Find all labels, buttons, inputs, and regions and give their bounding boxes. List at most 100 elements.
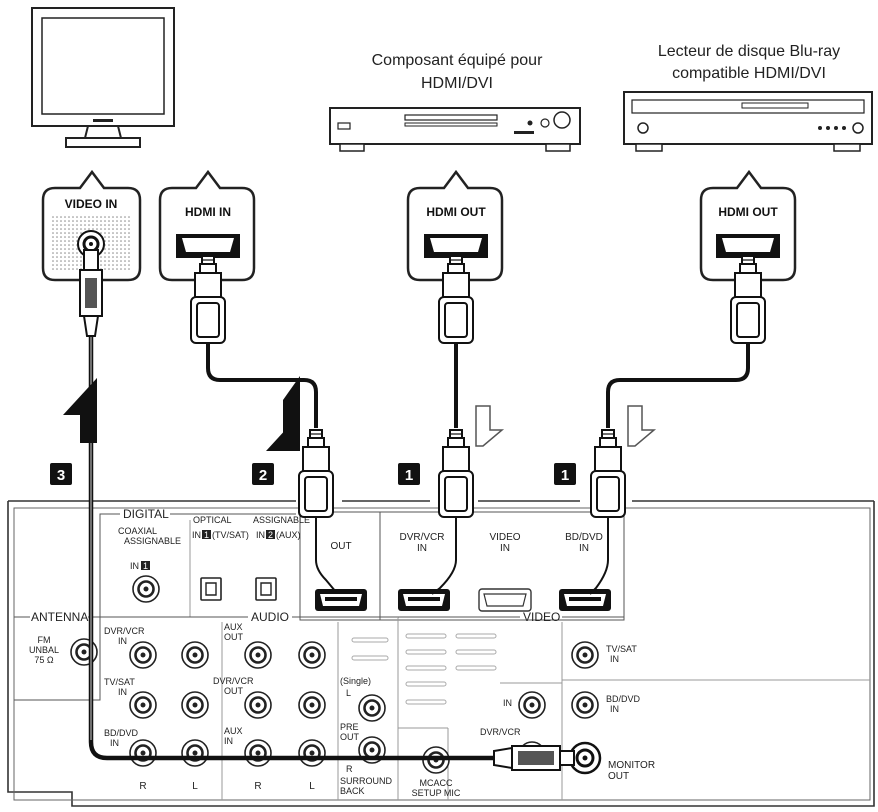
step-badge-component: 1: [398, 463, 420, 485]
video-tv-sat-in-label-2: IN: [610, 654, 619, 664]
step-badge-tv-video: 3: [50, 463, 72, 485]
aux-out-r: [243, 640, 273, 670]
pre-out-l-label: L: [346, 688, 351, 698]
video-tv-sat-in-jack: [570, 640, 600, 670]
audio-dvr-vcr-in-label-1: DVR/VCR: [104, 626, 145, 636]
monitor-out-label-1: MONITOR: [608, 760, 655, 771]
optical-in1-prefix: IN: [192, 530, 201, 540]
cable-to-port-out: [315, 517, 609, 595]
pre-out-dashes: [351, 637, 389, 661]
audio-bd-dvd-in-label-1: BD/DVD: [104, 728, 139, 738]
dvr-vcr-out-r: [243, 690, 273, 720]
hdmi-plug-bluray: [716, 234, 780, 344]
hdmi-bd-dvd-in-label-2: IN: [579, 543, 589, 554]
mcacc-label-2: SETUP MIC: [412, 788, 461, 798]
caption-bluray-line2: compatible HDMI/DVI: [672, 65, 826, 82]
audio-tv-sat-in-label-2: IN: [118, 687, 127, 697]
arrow-up-icon: [63, 378, 97, 443]
coaxial-label-1: COAXIAL: [118, 526, 157, 536]
pre-out-r-label: R: [346, 764, 353, 774]
optical-in2-jack: [255, 577, 277, 601]
pre-out-label-1: PRE: [340, 722, 359, 732]
audio-r-label-1: R: [139, 781, 146, 792]
optical-in2-suffix: (AUX): [276, 530, 301, 540]
dvr-vcr-out-label-2: OUT: [224, 686, 244, 696]
optical-in1-jack: [200, 577, 222, 601]
audio-r-label-2: R: [254, 781, 261, 792]
fm-label-1: FM: [38, 635, 51, 645]
optical-in1-num: 1: [204, 530, 209, 540]
aux-in-l: [297, 738, 327, 768]
step-badge-tv-hdmi: 2: [252, 463, 274, 485]
step-badge-bluray: 1: [554, 463, 576, 485]
audio-dvr-vcr-in-label-2: IN: [118, 636, 127, 646]
monitor-out-label-2: OUT: [608, 771, 629, 782]
mcacc-label-1: MCACC: [420, 778, 453, 788]
aux-in-label-2: IN: [224, 736, 233, 746]
hdmi-video-in-label-1: VIDEO: [489, 532, 520, 543]
svg-text:2: 2: [259, 467, 267, 484]
hdmi-dvr-vcr-in-label-1: DVR/VCR: [399, 532, 444, 543]
video-section-label: VIDEO: [523, 610, 560, 624]
audio-l-label-2: L: [309, 781, 315, 792]
hdmi-out-label: OUT: [330, 541, 351, 552]
audio-l-label-1: L: [192, 781, 198, 792]
optical-in1-suffix: (TV/SAT): [212, 530, 249, 540]
audio-bd-dvd-in-l: [180, 738, 210, 768]
arrow-down-icon: [475, 405, 505, 447]
audio-dvr-vcr-in-r: [128, 640, 158, 670]
surround-back-label-1: SURROUND: [340, 776, 393, 786]
single-label: (Single): [340, 676, 371, 686]
surround-back-l-jack: [357, 693, 387, 723]
video-bd-dvd-in-jack: [570, 690, 600, 720]
bubble-tv-hdmi-in-label: HDMI IN: [185, 205, 231, 219]
receiver-rear-panel: OUT DVR/VCR IN VIDEO IN BD/DVD IN DIGITA…: [7, 500, 875, 807]
composite-plug-receiver: [493, 745, 575, 771]
bluray-player-device: [623, 91, 873, 152]
optical-in2-num: 2: [268, 530, 273, 540]
fm-label-2: UNBAL: [29, 645, 59, 655]
aux-out-label-2: OUT: [224, 632, 244, 642]
hdmi-bd-dvd-in-label-1: BD/DVD: [565, 532, 603, 543]
assignable-label: ASSIGNABLE: [253, 515, 310, 525]
aux-in-label-1: AUX: [224, 726, 243, 736]
television: [31, 7, 175, 148]
hdmi-plug-receiver-out: [298, 429, 334, 518]
audio-bd-dvd-in-label-2: IN: [110, 738, 119, 748]
bubble-bluray-hdmi-out-label: HDMI OUT: [718, 205, 778, 219]
svg-text:1: 1: [405, 467, 413, 484]
audio-tv-sat-in-l: [180, 690, 210, 720]
hdmi-dvr-vcr-in-port: [398, 589, 450, 611]
aux-out-label-1: AUX: [224, 622, 243, 632]
svg-text:1: 1: [561, 467, 569, 484]
video-dvr-vcr-in-jack: [517, 690, 547, 720]
coaxial-in-label: IN: [130, 561, 139, 571]
aux-out-l: [297, 640, 327, 670]
fm-label-3: 75 Ω: [34, 655, 54, 665]
audio-dvr-vcr-in-l: [180, 640, 210, 670]
audio-section-label: AUDIO: [251, 610, 289, 624]
caption-bluray-line1: Lecteur de disque Blu-ray: [658, 43, 840, 60]
pre-out-label-2: OUT: [340, 732, 360, 742]
video-dvr-vcr-label: DVR/VCR: [480, 727, 521, 737]
video-tv-sat-in-label-1: TV/SAT: [606, 644, 637, 654]
hdmi-video-in-port: [478, 588, 532, 612]
hdmi-component-device: [329, 107, 581, 152]
video-bd-dvd-in-label-2: IN: [610, 704, 619, 714]
audio-tv-sat-in-r: [128, 690, 158, 720]
video-dashes: [405, 633, 497, 705]
hdmi-plug-receiver-bd: [590, 429, 626, 518]
hdmi-video-in-label-2: IN: [500, 543, 510, 554]
caption-hdmi-component-line1: Composant équipé pour: [372, 52, 543, 69]
svg-text:3: 3: [57, 467, 65, 484]
dvr-vcr-out-l: [297, 690, 327, 720]
hdmi-bd-dvd-in-port: [559, 589, 611, 611]
video-in-label: IN: [503, 698, 512, 708]
audio-tv-sat-in-label-1: TV/SAT: [104, 677, 135, 687]
bubble-tv-video-in-label: VIDEO IN: [65, 197, 118, 211]
hdmi-plug-receiver-dvr: [438, 429, 474, 518]
hdmi-plug-component: [424, 234, 488, 344]
coaxial-in-num: 1: [143, 561, 148, 571]
bubble-component-hdmi-out-label: HDMI OUT: [426, 205, 486, 219]
